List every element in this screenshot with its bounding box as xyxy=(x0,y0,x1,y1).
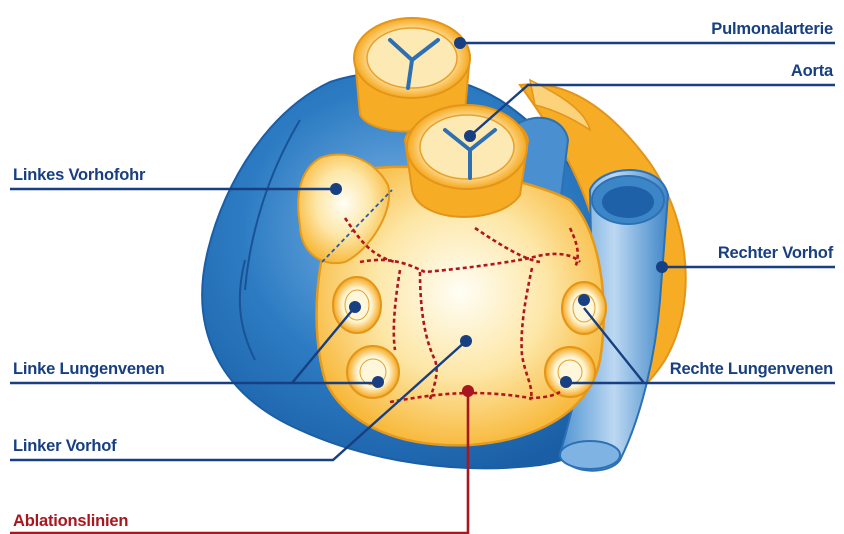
label-ablationslinien: Ablationslinien xyxy=(13,512,128,530)
label-linker-vorhof: Linker Vorhof xyxy=(13,437,117,455)
vena-cava-opening-inner xyxy=(602,186,654,218)
aorta-shape xyxy=(405,105,528,217)
label-aorta: Aorta xyxy=(791,62,834,80)
label-linke-lungenvenen: Linke Lungenvenen xyxy=(13,360,165,378)
label-rechter-vorhof: Rechter Vorhof xyxy=(718,244,834,262)
label-linkes-vorhofohr: Linkes Vorhofohr xyxy=(13,166,146,184)
label-pulmonalarterie: Pulmonalarterie xyxy=(711,20,833,38)
label-rechte-lungenvenen: Rechte Lungenvenen xyxy=(670,360,833,378)
vena-cava-bottom xyxy=(560,441,620,469)
